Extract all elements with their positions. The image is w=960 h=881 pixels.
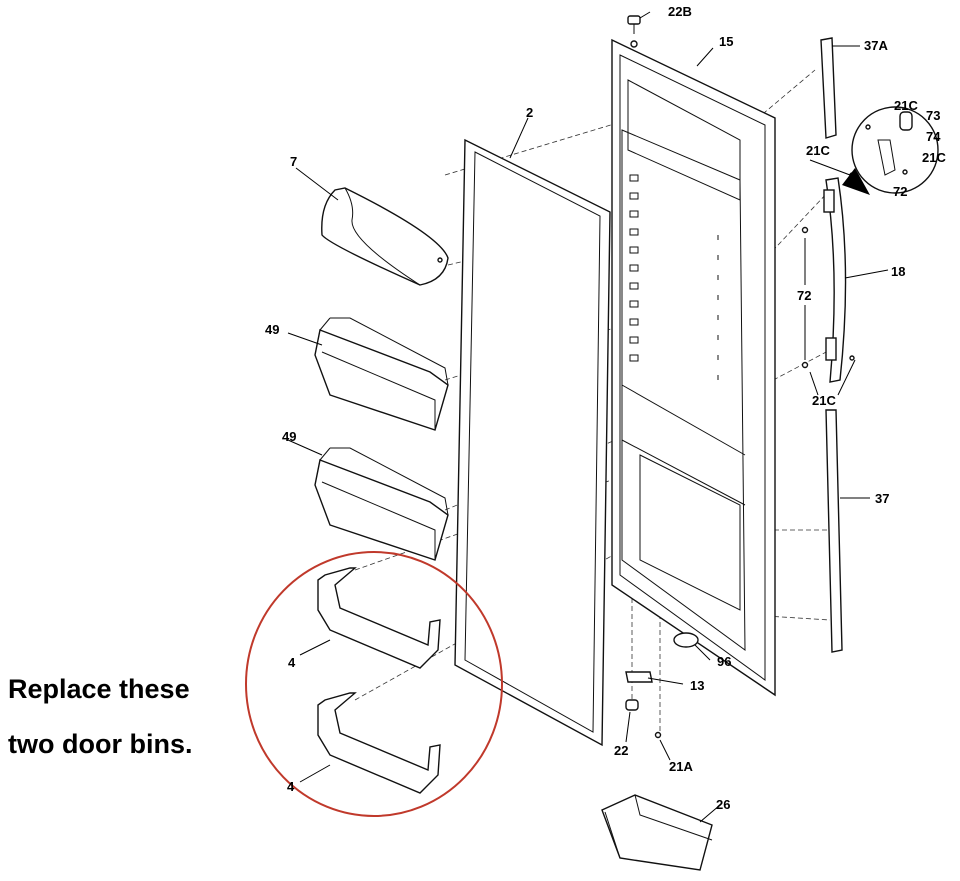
label-21c-bottom: 21C [812,393,836,408]
door-bin-49-upper [314,317,449,431]
label-72-inset: 72 [893,184,907,199]
hardware-detail-inset [842,106,939,195]
door-bin-49-lower [314,447,449,561]
label-13: 13 [690,678,704,693]
replace-highlight-circle [245,551,503,817]
dairy-cover-7 [321,187,449,286]
handle-trim-37a [820,37,837,139]
tray-26 [601,794,713,871]
bottom-hardware [625,632,699,739]
label-21a: 21A [669,759,693,774]
door-handle-18 [801,172,855,383]
label-73: 73 [926,108,940,123]
label-49-upper: 49 [265,322,279,337]
label-18: 18 [891,264,905,279]
label-2: 2 [526,105,533,120]
replace-note-line-2: two door bins. [8,729,193,759]
label-37a: 37A [864,38,888,53]
label-37: 37 [875,491,889,506]
label-49-lower: 49 [282,429,296,444]
label-7: 7 [290,154,297,169]
label-22b: 22B [668,4,692,19]
handle-trim-37 [825,409,843,653]
door-gasket-2 [454,138,611,747]
label-21c-inset-right: 21C [922,150,946,165]
callout-labels: 22B 15 37A 2 21C 21C 73 74 21C 72 7 18 7… [265,4,946,812]
replace-note-line-1: Replace these [8,674,190,704]
shelf-stud-column [629,174,639,362]
label-96: 96 [717,654,731,669]
label-22: 22 [614,743,628,758]
door-liner-15 [611,38,776,697]
label-72: 72 [797,288,811,303]
leader-lines [287,11,889,823]
label-4-upper: 4 [288,655,296,670]
label-21c-top-left: 21C [806,143,830,158]
top-cap-22b [627,15,641,48]
label-15: 15 [719,34,733,49]
label-26: 26 [716,797,730,812]
door-bin-4-upper [317,567,441,669]
door-bin-4-lower [317,692,441,794]
label-74: 74 [926,129,941,144]
label-4-lower: 4 [287,779,295,794]
label-21c-inset-top: 21C [894,98,918,113]
